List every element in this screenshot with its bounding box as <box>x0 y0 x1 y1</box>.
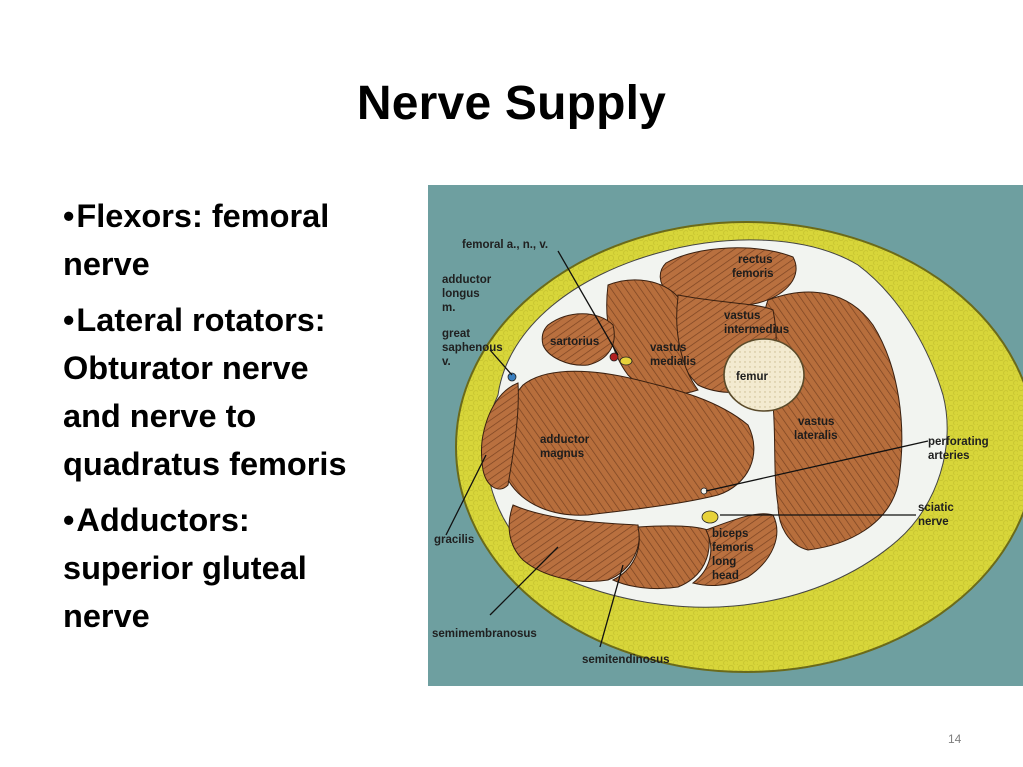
bullet-dot: • <box>63 502 75 538</box>
page-number: 14 <box>948 732 962 746</box>
label-biceps-femoris-1: biceps <box>712 528 748 540</box>
label-adductor-longus-2: longus <box>442 288 480 300</box>
femoral-artery <box>609 352 619 362</box>
sartorius-muscle <box>541 313 615 366</box>
label-great-saphenous-1: great <box>442 328 470 340</box>
bullet-line: Flexors: femoral <box>76 198 330 234</box>
label-adductor-magnus-2: magnus <box>540 448 584 460</box>
label-vastus-intermedius-1: vastus <box>724 310 760 322</box>
thigh-cross-section-svg: femoral a., n., v. adductor longus m. gr… <box>432 221 1023 673</box>
label-biceps-femoris-4: head <box>712 570 739 582</box>
bullet-line: superior gluteal <box>63 550 307 586</box>
label-vastus-intermedius-2: intermedius <box>724 324 789 336</box>
label-sciatic-nerve-2: nerve <box>918 516 949 528</box>
semimembranosus-muscle <box>508 504 640 582</box>
label-adductor-magnus-1: adductor <box>540 434 590 446</box>
label-adductor-longus-3: m. <box>442 302 455 314</box>
bullet-line: nerve <box>63 598 150 634</box>
label-femur: femur <box>736 371 768 383</box>
slide-title: Nerve Supply <box>356 77 667 130</box>
bullet-dot: • <box>63 302 75 338</box>
label-perforating-arteries-1: perforating <box>928 436 989 448</box>
label-vastus-lateralis-1: vastus <box>798 416 834 428</box>
bullet-line: nerve <box>63 246 150 282</box>
label-adductor-longus-1: adductor <box>442 274 492 286</box>
label-rectus-femoris-2: femoris <box>732 268 774 280</box>
label-great-saphenous-3: v. <box>442 356 451 368</box>
label-perforating-arteries-2: arteries <box>928 450 970 462</box>
label-gracilis: gracilis <box>434 534 474 546</box>
bullet-line: Lateral rotators: <box>76 302 326 338</box>
label-vastus-lateralis-2: lateralis <box>794 430 837 442</box>
bullet-line: Adductors: <box>76 502 250 538</box>
leader-lines <box>445 250 929 648</box>
label-vastus-medialis-1: vastus <box>650 342 686 354</box>
label-sartorius: sartorius <box>550 336 599 348</box>
bullet-adductors: •Adductors: superior gluteal nerve <box>63 496 413 640</box>
label-sciatic-nerve-1: sciatic <box>918 502 954 514</box>
sciatic-nerve <box>701 510 719 524</box>
bullet-lateral-rotators: •Lateral rotators: Obturator nerve and n… <box>63 296 413 488</box>
label-vastus-medialis-2: medialis <box>650 356 696 368</box>
bullet-line: quadratus femoris <box>63 446 347 482</box>
label-biceps-femoris-2: femoris <box>712 542 754 554</box>
vastus-medialis-muscle <box>606 279 699 395</box>
femur-bone <box>723 338 805 412</box>
label-great-saphenous-2: saphenous <box>442 342 503 354</box>
bullet-flexors: •Flexors: femoral nerve <box>63 192 413 288</box>
label-rectus-femoris-1: rectus <box>738 254 773 266</box>
bullet-list: •Flexors: femoral nerve •Lateral rotator… <box>63 192 413 648</box>
label-biceps-femoris-3: long <box>712 556 736 568</box>
label-femoral-vessels: femoral a., n., v. <box>462 239 548 251</box>
great-saphenous-vein <box>507 372 517 382</box>
bullet-line: Obturator nerve <box>63 350 309 386</box>
biceps-femoris-long-head-muscle <box>691 513 778 586</box>
label-semimembranosus: semimembranosus <box>432 628 537 640</box>
bullet-line: and nerve to <box>63 398 257 434</box>
label-semitendinosus: semitendinosus <box>582 654 670 666</box>
bullet-dot: • <box>63 198 75 234</box>
semitendinosus-muscle <box>611 525 710 590</box>
thigh-cross-section-figure: femoral a., n., v. adductor longus m. gr… <box>428 185 1023 686</box>
femoral-vein <box>619 356 633 366</box>
